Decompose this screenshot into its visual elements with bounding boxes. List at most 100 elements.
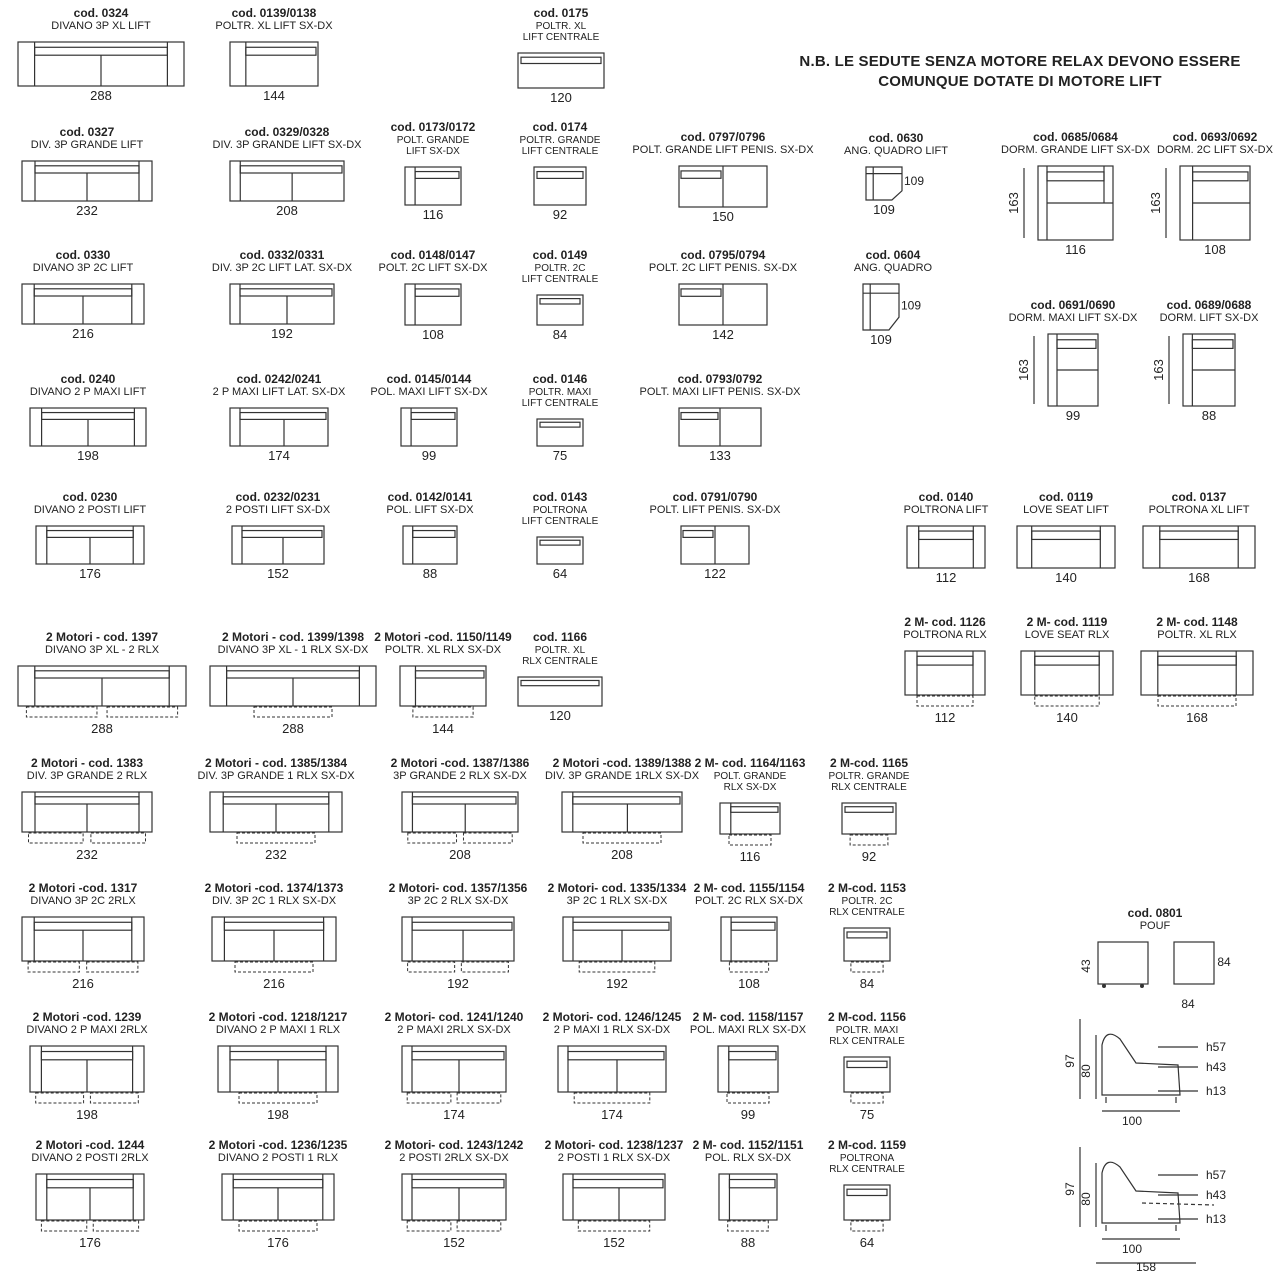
item-description: LIFT CENTRALE	[522, 274, 599, 285]
item-code: cod. 0242/0241	[237, 372, 322, 386]
backrest	[239, 288, 333, 297]
frame	[862, 283, 900, 331]
pouf-height: 43	[1079, 959, 1093, 973]
item-code: 2 Motori -cod. 1150/1149	[374, 630, 512, 644]
item-description: POLTR. MAXI	[836, 1025, 899, 1036]
backrest	[40, 411, 136, 420]
item-description: DIVANO 2 P MAXI LIFT	[30, 386, 147, 398]
item-description: 2 POSTI 2RLX SX-DX	[399, 1152, 509, 1164]
width-label: 176	[267, 1235, 289, 1250]
backrest	[414, 288, 460, 297]
item-description: POLTRONA LIFT	[904, 504, 989, 516]
width-label: 288	[90, 88, 112, 103]
item-description: POLTR. GRANDE	[829, 771, 910, 782]
backrest	[34, 670, 170, 679]
backrest	[1159, 530, 1239, 541]
width-label: 168	[1186, 710, 1208, 725]
backrest	[846, 1188, 888, 1197]
width-label: 88	[1202, 408, 1216, 423]
item-description: DORM. LIFT SX-DX	[1160, 312, 1259, 324]
item-code: cod. 0240	[61, 372, 116, 386]
item-code: cod. 0148/0147	[391, 248, 476, 262]
rlx-footrest	[90, 832, 146, 844]
item-description: DIVANO 2 POSTI 1 RLX	[218, 1152, 339, 1164]
frame	[229, 283, 335, 325]
item-code: 2 M- cod. 1155/1154	[694, 881, 805, 895]
item-description: DIV. 3P GRANDE LIFT SX-DX	[213, 139, 363, 151]
item-description: 3P 2C 1 RLX SX-DX	[567, 895, 668, 907]
note-line-2: COMUNQUE DOTATE DI MOTORE LIFT	[878, 73, 1162, 90]
backrest	[918, 530, 974, 541]
width-label: 99	[1066, 408, 1080, 423]
item-description: POLTR. 2C	[842, 896, 893, 907]
item-code: cod. 0142/0141	[388, 490, 473, 504]
width-label: 140	[1056, 710, 1078, 725]
width-label: 216	[72, 326, 94, 341]
width-label: 140	[1055, 570, 1077, 585]
item-code: cod. 0693/0692	[1173, 130, 1258, 144]
depth-158: 158	[1136, 1260, 1156, 1274]
frame	[400, 407, 458, 447]
item-description: POLTR. XL	[535, 645, 586, 656]
item-code: cod. 0149	[533, 248, 588, 262]
backrest	[34, 165, 140, 174]
item-code: 2 Motori - cod. 1385/1384	[205, 756, 347, 770]
backrest	[34, 796, 140, 805]
height-label: h57	[1206, 1168, 1226, 1182]
rlx-footrest	[850, 961, 884, 973]
item-description: POLTR. MAXI	[529, 387, 592, 398]
item-code: 2 M-cod. 1156	[828, 1010, 906, 1024]
width-label: 288	[282, 721, 304, 736]
item-code: 2 M- cod. 1158/1157	[693, 1010, 804, 1024]
rlx-footrest	[850, 1220, 884, 1232]
rlx-footrest	[726, 1092, 770, 1104]
width-label: 64	[860, 1235, 874, 1250]
recliner-extension	[1141, 1202, 1215, 1206]
width-label: 152	[267, 566, 289, 581]
width-label: 174	[601, 1107, 623, 1122]
width-label: 150	[712, 209, 734, 224]
width-label: 99	[422, 448, 436, 463]
item-description: POL. MAXI RLX SX-DX	[690, 1024, 807, 1036]
item-description: LIFT SX-DX	[406, 146, 460, 157]
rlx-footrest	[35, 1092, 85, 1104]
backrest	[844, 806, 894, 813]
width-label: 152	[443, 1235, 465, 1250]
item-code: cod. 0174	[533, 120, 588, 134]
rlx-footrest	[25, 706, 98, 718]
height-label: h43	[1206, 1188, 1226, 1202]
backrest	[520, 56, 602, 65]
backrest	[728, 1178, 776, 1189]
item-code: cod. 0173/0172	[391, 120, 476, 134]
frame	[1140, 650, 1254, 696]
side-profile	[1101, 1033, 1181, 1096]
item-code: cod. 0685/0684	[1033, 130, 1118, 144]
backrest	[846, 1060, 888, 1069]
backrest	[680, 170, 722, 179]
frame	[904, 650, 986, 696]
item-description: DIVANO 3P XL - 2 RLX	[45, 644, 160, 656]
item-code: 2 M- cod. 1119	[1027, 615, 1108, 629]
item-description: POL. LIFT SX-DX	[386, 504, 474, 516]
frame	[517, 676, 603, 707]
item-description: POLTRONA	[840, 1153, 895, 1164]
depth-label: 109	[904, 174, 924, 188]
width-label: 116	[423, 207, 444, 222]
item-code: 2 Motori - cod. 1399/1398	[222, 630, 364, 644]
width-label: 120	[549, 708, 571, 723]
